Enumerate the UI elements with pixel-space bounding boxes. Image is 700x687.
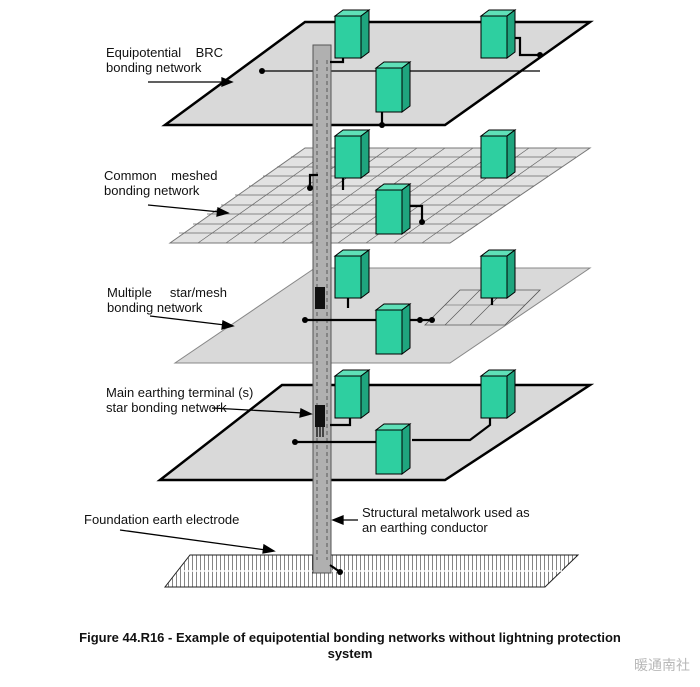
equipment-cabinet	[374, 61, 412, 113]
label-brc-network: Equipotential BRC bonding network	[106, 45, 224, 75]
equipment-cabinet	[333, 129, 371, 179]
label-star-mesh-network: Multiple star/mesh bonding network	[107, 285, 227, 315]
equipment-cabinet	[479, 129, 517, 179]
label-structural-metalwork: Structural metalwork used as an earthing…	[362, 505, 530, 535]
equipment-cabinet	[374, 423, 412, 475]
equipment-cabinet	[374, 303, 412, 355]
equipment-cabinet	[479, 9, 517, 59]
foundation-earth-electrode	[163, 554, 580, 588]
equipment-cabinet	[333, 249, 371, 299]
equipment-cabinets	[333, 9, 517, 475]
leader-arrows	[119, 77, 358, 554]
watermark: 暖通南社	[634, 658, 690, 674]
terminal-bars	[315, 287, 325, 437]
equipment-cabinet	[333, 9, 371, 59]
equipment-cabinet	[374, 183, 412, 235]
figure-caption: Figure 44.R16 - Example of equipotential…	[79, 630, 621, 661]
equipment-cabinet	[333, 369, 371, 419]
equipment-cabinet	[479, 249, 517, 299]
label-foundation-electrode: Foundation earth electrode	[84, 512, 240, 527]
equipment-cabinet	[479, 369, 517, 419]
junction-dots	[259, 52, 543, 575]
label-meshed-network: Common meshed bonding network	[104, 168, 218, 198]
label-main-earthing-terminal: Main earthing terminal (s) star bonding …	[106, 385, 254, 415]
